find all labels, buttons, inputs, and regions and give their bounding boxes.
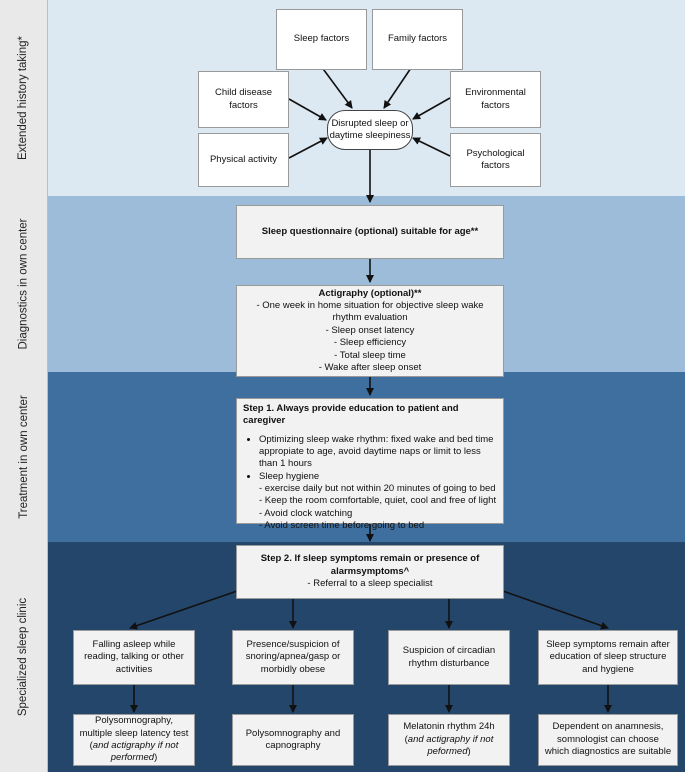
branch-symptom-4: Sleep symptoms remain after education of… — [538, 630, 678, 685]
arrow-child-disease — [288, 98, 327, 121]
branch-symptom-3: Suspicion of circadian rhythm disturbanc… — [388, 630, 510, 685]
sleep-factors-box: Sleep factors — [276, 9, 367, 70]
step2-title: Step 2. If sleep symptoms remain or pres… — [260, 553, 480, 577]
family-factors-box: Family factors — [372, 9, 463, 70]
hygiene-item: - Avoid screen time before going to bed — [259, 520, 425, 532]
arrow-psychological — [412, 137, 451, 157]
branch-test-1: Polysomnography, multiple sleep latency … — [73, 714, 195, 766]
psychological-box: Psychological factors — [450, 133, 541, 187]
step1-title: Step 1. Always provide education to pati… — [243, 403, 459, 427]
step1-bullet-hygiene: Sleep hygiene - exercise daily but not w… — [259, 471, 497, 533]
actigraphy-line: - Total sleep time — [334, 349, 406, 361]
sleep-questionnaire-box: Sleep questionnaire (optional) suitable … — [236, 205, 504, 259]
step1-bullet-rhythm: Optimizing sleep wake rhythm: fixed wake… — [259, 434, 497, 471]
hygiene-item: - Avoid clock watching — [259, 507, 353, 519]
branch-test-3: Melatonin rhythm 24h (and actigraphy if … — [388, 714, 510, 766]
branch-symptom-1: Falling asleep while reading, talking or… — [73, 630, 195, 685]
hygiene-item: - Keep the room comfortable, quiet, cool… — [259, 495, 497, 507]
step2-sub: - Referral to a sleep specialist — [307, 578, 433, 590]
step1-list: Optimizing sleep wake rhythm: fixed wake… — [243, 434, 497, 533]
child-disease-box: Child disease factors — [198, 71, 289, 128]
physical-activity-box: Physical activity — [198, 133, 289, 187]
actigraphy-title: Actigraphy (optional)** — [318, 287, 422, 299]
actigraphy-line: - Sleep onset latency — [325, 324, 415, 336]
disrupted-sleep-node: Disrupted sleep or daytime sleepiness — [327, 110, 413, 150]
step1-box: Step 1. Always provide education to pati… — [236, 398, 504, 531]
arrow-branch-4 — [499, 589, 609, 630]
actigraphy-line: - One week in home situation for objecti… — [256, 300, 484, 324]
section-label-column — [0, 0, 48, 772]
hygiene-item: - exercise daily but not within 20 minut… — [259, 483, 496, 495]
sleep-hygiene-label: Sleep hygiene — [259, 470, 320, 482]
arrow-physical — [288, 137, 328, 159]
arrow-environmental — [412, 97, 451, 120]
branch-symptom-2: Presence/suspicion of snoring/apnea/gasp… — [232, 630, 354, 685]
environmental-box: Environmental factors — [450, 71, 541, 128]
arrow-branch-1 — [129, 589, 241, 630]
actigraphy-line: - Wake after sleep onset — [318, 361, 422, 373]
actigraphy-box: Actigraphy (optional)** - One week in ho… — [236, 285, 504, 377]
branch-test-2: Polysomnography and capnography — [232, 714, 354, 766]
step2-box: Step 2. If sleep symptoms remain or pres… — [236, 545, 504, 599]
branch-test-4: Dependent on anamnesis, somnologist can … — [538, 714, 678, 766]
actigraphy-line: - Sleep efficiency — [333, 337, 407, 349]
